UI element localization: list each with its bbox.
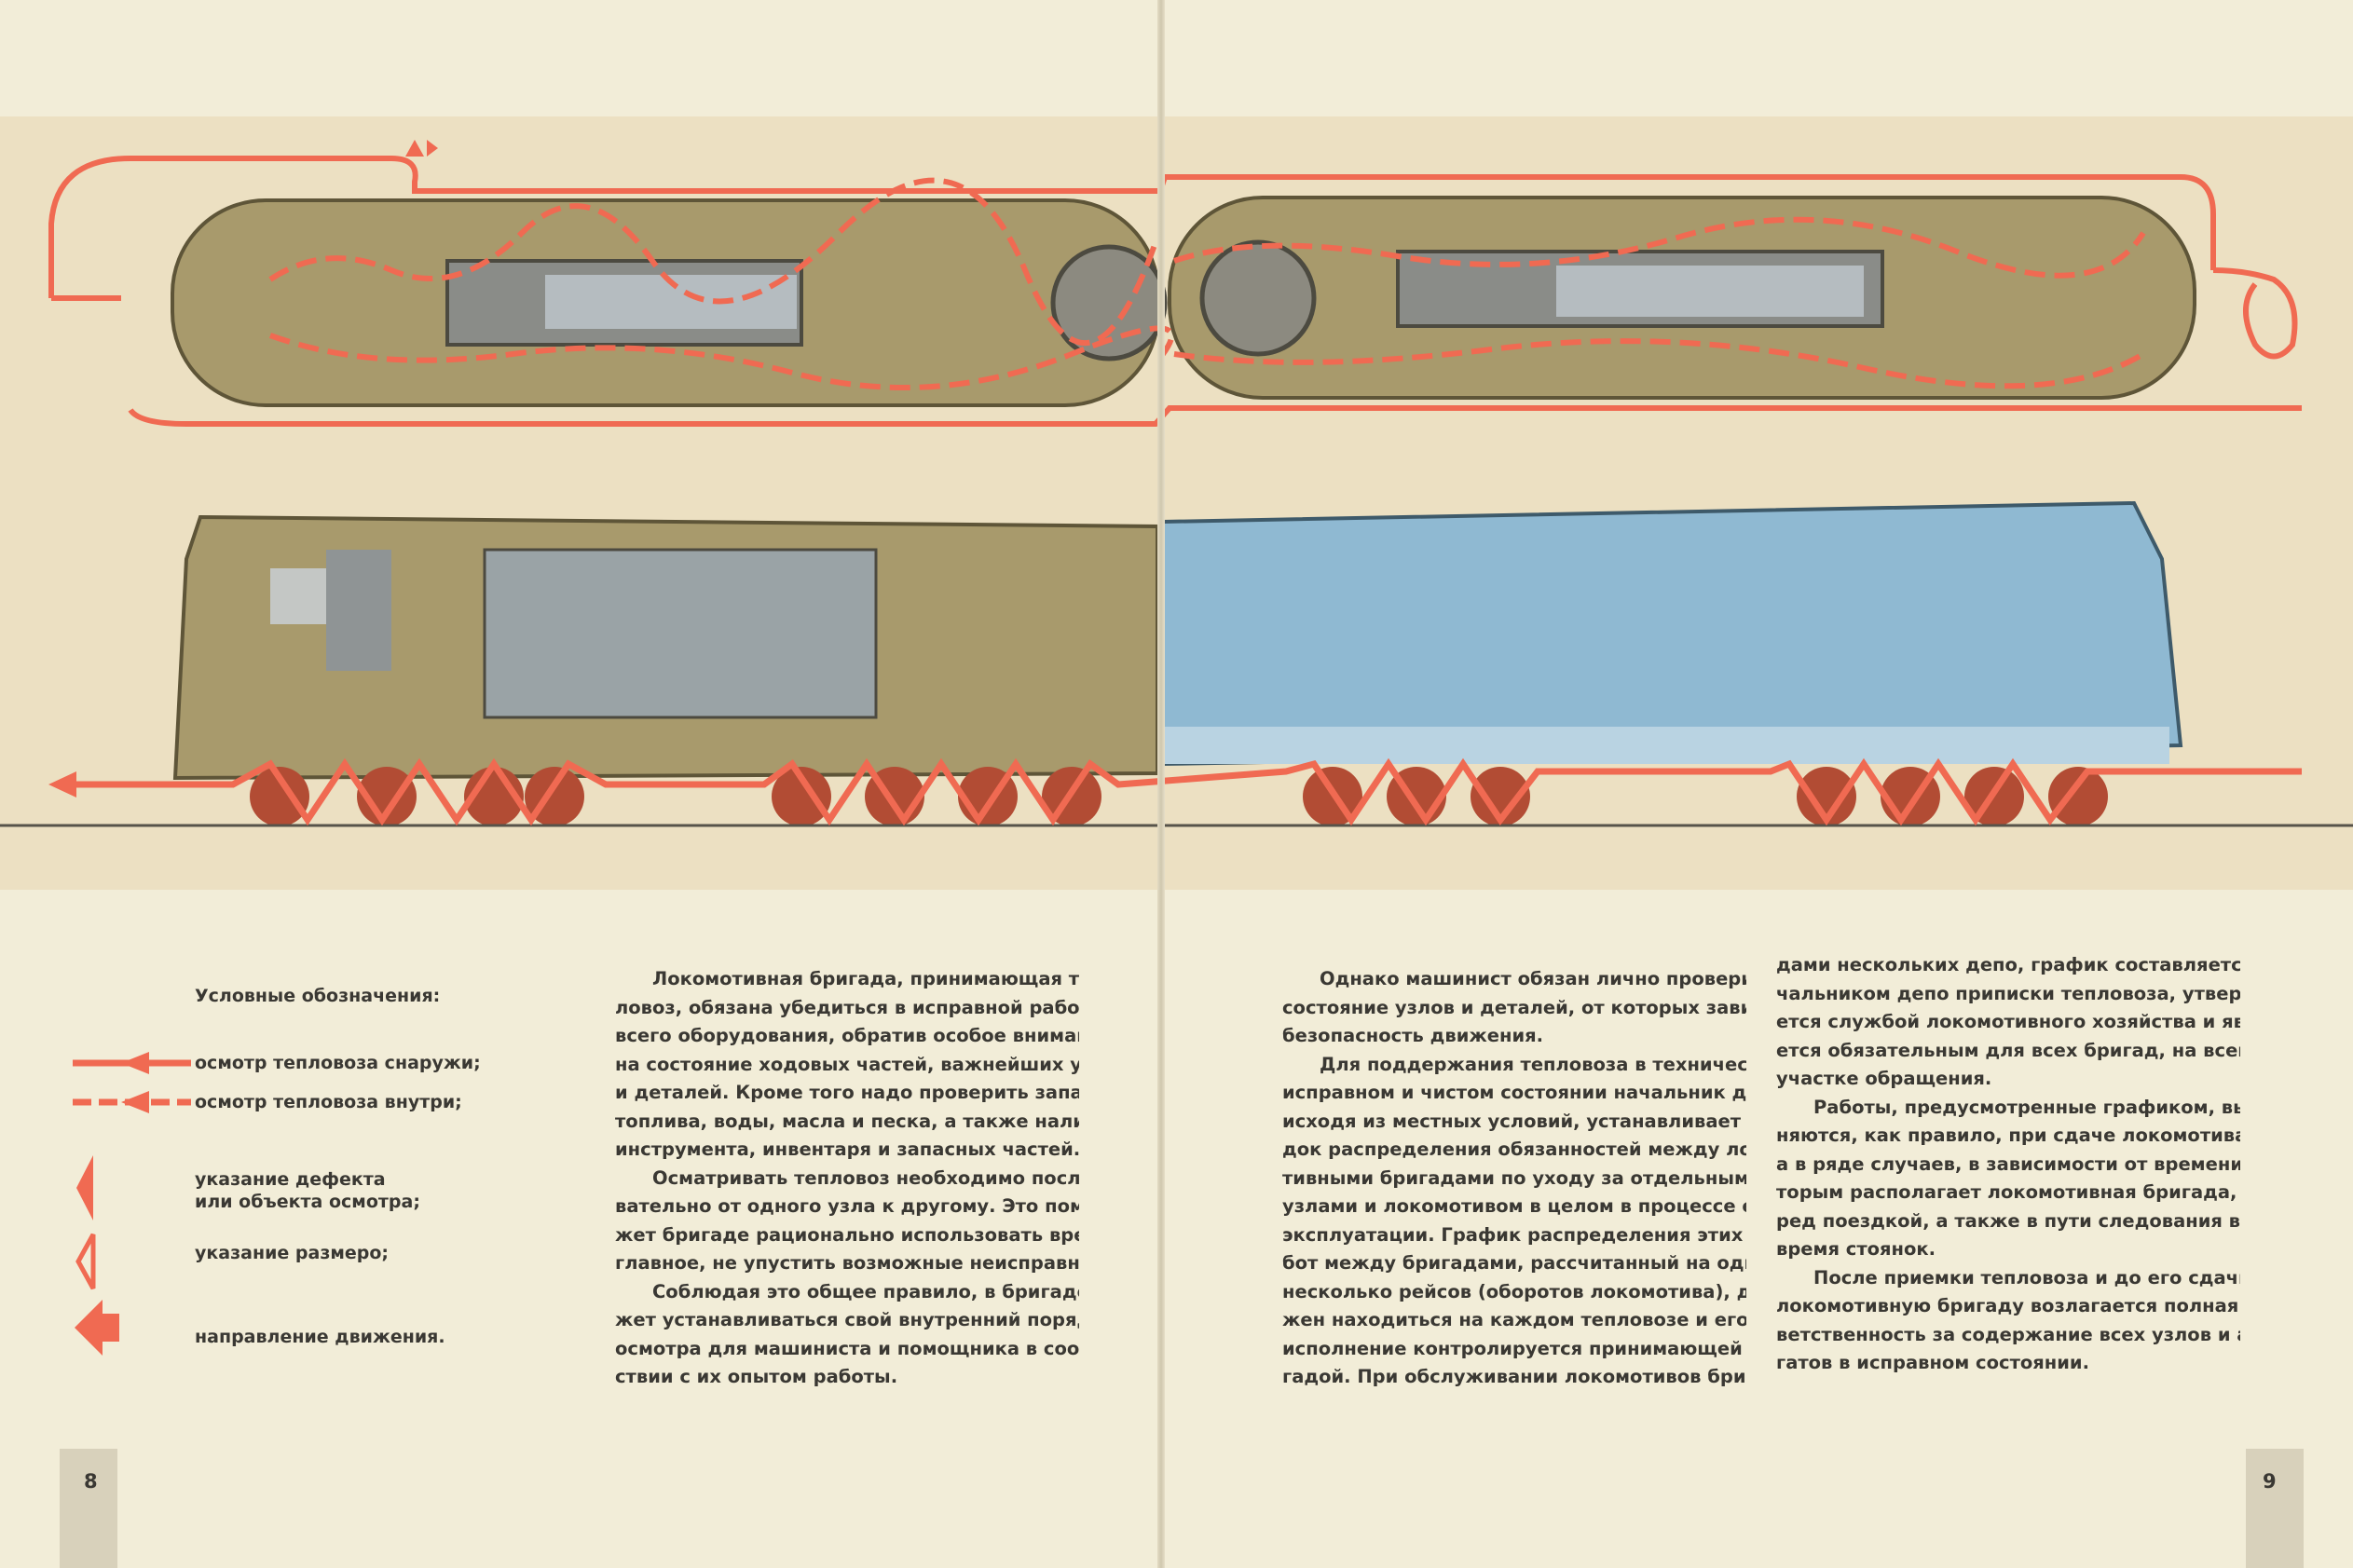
side-view-right-section bbox=[1161, 500, 2183, 767]
text-line: состояние узлов и деталей, от которых за… bbox=[1282, 996, 1746, 1018]
text-line: время стоянок. bbox=[1776, 1238, 1936, 1260]
legend-direction: направление движения. bbox=[195, 1327, 445, 1347]
text-line: локомотивную бригаду возлагается полная … bbox=[1776, 1295, 2240, 1316]
text-line: ветственность за содержание всех узлов и… bbox=[1776, 1323, 2240, 1345]
page-number-right: 9 bbox=[2263, 1470, 2277, 1493]
text-column-3: дами нескольких депо, график составляетс… bbox=[1776, 951, 2240, 1378]
text-line: дами нескольких депо, график составляетс… bbox=[1776, 954, 2240, 975]
legend-defect-indicator: указание дефекта или объекта осмотра; bbox=[195, 1169, 420, 1212]
inside-inspection-line-icon bbox=[73, 1091, 191, 1113]
plan-view-right-section bbox=[1168, 196, 2196, 400]
text-line: жен находиться на каждом тепловозе и его bbox=[1282, 1309, 1746, 1330]
text-line: ред поездкой, а также в пути следования … bbox=[1776, 1209, 2240, 1232]
text-line: а в ряде случаев, в зависимости от време… bbox=[1776, 1152, 2240, 1175]
legend-dimension-indicator: указание размеро; bbox=[195, 1243, 390, 1263]
text-line: несколько рейсов (оборотов локомотива), … bbox=[1282, 1280, 1746, 1302]
text-line: ствии с их опытом работы. bbox=[615, 1366, 898, 1387]
route-outside-top bbox=[48, 156, 2302, 427]
text-line: торым располагает локомотивная бригада, … bbox=[1776, 1181, 2240, 1203]
text-line: Соблюдая это общее правило, в бригаде мо… bbox=[652, 1280, 1079, 1302]
text-line: Работы, предусмотренные графиком, выпол- bbox=[1813, 1096, 2240, 1118]
text-line: участке обращения. bbox=[1776, 1068, 1992, 1089]
page-number-left: 8 bbox=[84, 1470, 98, 1493]
legend-title: Условные обозначения: bbox=[195, 986, 441, 1006]
text-line: жет устанавливаться свой внутренний поря… bbox=[615, 1309, 1079, 1330]
text-line: жет бригаде рационально использовать вре… bbox=[615, 1223, 1079, 1246]
text-line: вательно от одного узла к другому. Это п… bbox=[615, 1195, 1079, 1217]
text-line: исполнение контролируется принимающей бр… bbox=[1282, 1337, 1746, 1359]
route-inside-plan bbox=[268, 177, 2146, 390]
text-line: всего оборудования, обратив особое внима… bbox=[615, 1025, 1079, 1046]
direction-arrow-icon bbox=[75, 1300, 119, 1356]
legend-symbols bbox=[73, 1052, 191, 1356]
route-arrow-up-icon bbox=[405, 140, 424, 157]
text-line: безопасность движения. bbox=[1282, 1025, 1544, 1046]
route-outside-side bbox=[56, 757, 2302, 826]
page-tab-right bbox=[2246, 1449, 2304, 1568]
text-line: узлами и локомотивом в целом в процессе … bbox=[1282, 1195, 1746, 1217]
text-line: чальником депо приписки тепловоза, утвер… bbox=[1776, 982, 2240, 1004]
text-line: гатов в исправном состоянии. bbox=[1776, 1352, 2089, 1373]
text-line: Локомотивная бригада, принимающая теп- bbox=[652, 968, 1079, 989]
outside-inspection-line-icon bbox=[73, 1052, 191, 1074]
direction-arrow-icon bbox=[48, 771, 76, 798]
text-column-2: Однако машинист обязан лично проверить со… bbox=[1282, 965, 1746, 1392]
route-arrow-icon bbox=[427, 140, 438, 157]
text-line: Однако машинист обязан лично проверить bbox=[1320, 968, 1746, 989]
locomotive-illustration bbox=[0, 140, 2353, 827]
text-line: исходя из местных условий, устанавливает… bbox=[1282, 1110, 1746, 1132]
text-line: эксплуатации. График распределения этих … bbox=[1282, 1223, 1746, 1246]
legend-inside-inspection: осмотр тепловоза внутри; bbox=[195, 1092, 462, 1112]
legend-outside-inspection: осмотр тепловоза снаружи; bbox=[195, 1053, 481, 1073]
text-column-1: Локомотивная бригада, принимающая теп-ло… bbox=[615, 965, 1079, 1392]
text-line: После приемки тепловоза и до его сдачи н… bbox=[1813, 1266, 2240, 1288]
text-line: инструмента, инвентаря и запасных частей… bbox=[615, 1139, 1079, 1160]
dimension-outline-icon bbox=[75, 1233, 96, 1290]
text-line: осмотра для машиниста и помощника в соот… bbox=[615, 1337, 1079, 1359]
text-line: тивными бригадами по уходу за отдельными bbox=[1282, 1166, 1746, 1189]
text-line: няются, как правило, при сдаче локомотив… bbox=[1776, 1125, 2240, 1146]
page-tab-left bbox=[60, 1449, 117, 1568]
side-view-left-section bbox=[172, 514, 1159, 781]
text-line: Осматривать тепловоз необходимо последо- bbox=[652, 1166, 1079, 1189]
text-line: на состояние ходовых частей, важнейших у… bbox=[615, 1053, 1079, 1075]
text-line: Для поддержания тепловоза в технически bbox=[1320, 1053, 1746, 1075]
text-line: и деталей. Кроме того надо проверить зап… bbox=[615, 1082, 1079, 1103]
text-line: гадой. При обслуживании локомотивов бриг… bbox=[1282, 1366, 1746, 1387]
defect-pointer-icon bbox=[76, 1155, 93, 1220]
book-gutter bbox=[1157, 0, 1165, 1568]
text-line: бот между бригадами, рассчитанный на оди… bbox=[1282, 1252, 1746, 1274]
text-line: топлива, воды, масла и песка, а также на… bbox=[615, 1110, 1079, 1132]
text-line: исправном и чистом состоянии начальник д… bbox=[1282, 1082, 1746, 1103]
text-line: ется службой локомотивного хозяйства и я… bbox=[1776, 1011, 2240, 1032]
text-line: главное, не упустить возможные неисправн… bbox=[615, 1252, 1079, 1274]
text-line: ется обязательным для всех бригад, на вс… bbox=[1776, 1039, 2240, 1061]
text-line: док распределения обязанностей между лок… bbox=[1282, 1139, 1746, 1160]
text-line: ловоз, обязана убедиться в исправной раб… bbox=[615, 996, 1079, 1018]
